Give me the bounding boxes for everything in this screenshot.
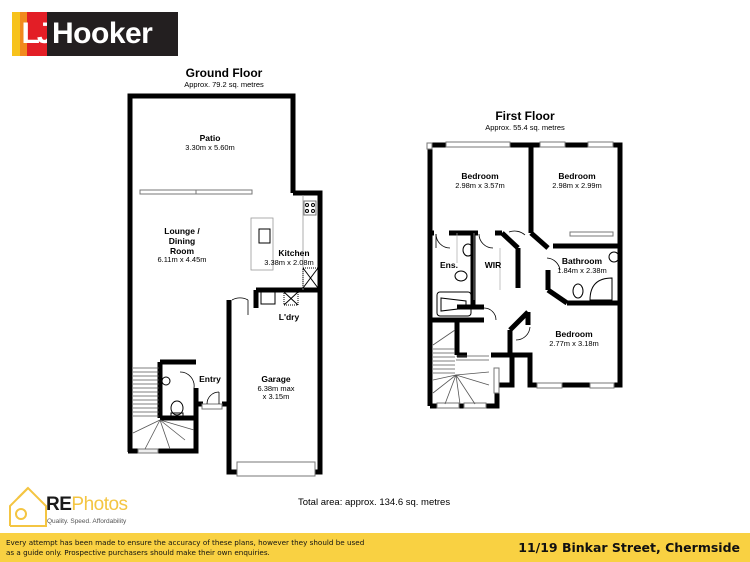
room-name-line: Room — [169, 245, 195, 256]
property-address: 11/19 Binkar Street, Chermside — [518, 540, 740, 555]
rephotos-wordmark-light: Photos — [71, 494, 128, 515]
room-label-lounge-dining: Lounge / Dining Room 6.11m x 4.45m — [150, 226, 214, 265]
room-dims: 1.84m x 2.38m — [557, 265, 607, 275]
footer-bar: Every attempt has been made to ensure th… — [0, 533, 750, 562]
room-label-kitchen: Kitchen 3.38m x 2.08m — [259, 248, 319, 267]
lj-hooker-logo: LJ Hooker — [12, 12, 178, 56]
room-label-patio: Patio 3.30m x 5.60m — [170, 133, 250, 152]
first-floor-walls — [427, 142, 623, 409]
logo-wordmark: Hooker — [47, 12, 178, 56]
first-floor-title: First Floor — [495, 109, 555, 123]
room-dims: 2.98m x 2.99m — [552, 180, 602, 190]
room-label-bedroom-2: Bedroom 2.98m x 2.99m — [545, 171, 609, 190]
logo-stripe-yellow — [12, 12, 20, 56]
room-label-ensuite: Ens. — [436, 260, 462, 271]
ground-floor-title: Ground Floor — [185, 66, 263, 80]
room-name: Bedroom — [555, 329, 593, 339]
ground-floor-heading: Ground Floor Approx. 79.2 sq. metres — [180, 66, 268, 89]
room-name-line: Lounge / — [164, 226, 200, 236]
room-dims: 3.38m x 2.08m — [264, 257, 314, 267]
room-name-line: Dining — [168, 235, 196, 246]
disclaimer-line: as a guide only. Prospective purchasers … — [6, 547, 270, 557]
room-label-bathroom: Bathroom 1.84m x 2.38m — [552, 256, 612, 275]
room-dims: x 3.15m — [262, 392, 290, 402]
room-dims: 2.98m x 3.57m — [455, 180, 505, 190]
room-name: Kitchen — [278, 248, 310, 258]
room-label-bedroom-3: Bedroom 2.77m x 3.18m — [542, 329, 606, 348]
disclaimer-line: Every attempt has been made to ensure th… — [6, 538, 365, 548]
room-dims: 6.38m max — [257, 383, 295, 393]
room-label-laundry: L'dry — [272, 312, 306, 323]
room-label-garage: Garage 6.38m max x 3.15m — [245, 374, 307, 402]
room-label-bedroom-1: Bedroom 2.98m x 3.57m — [448, 171, 512, 190]
rephotos-tagline: Quality. Speed. Affordability — [47, 518, 127, 525]
ground-floor-area: Approx. 79.2 sq. metres — [184, 79, 264, 89]
room-label-wir: WIR — [480, 260, 506, 271]
room-name: Bedroom — [461, 171, 499, 181]
rephotos-logo: REPhotos Quality. Speed. Affordability — [6, 486, 146, 532]
room-name: Entry — [199, 374, 221, 384]
room-name: Bedroom — [558, 171, 596, 181]
room-name: Garage — [261, 374, 291, 384]
disclaimer: Every attempt has been made to ensure th… — [6, 538, 364, 557]
room-name: L'dry — [278, 312, 300, 322]
rephotos-wordmark: REPhotos — [46, 494, 128, 516]
logo-stripe-orange — [20, 12, 27, 56]
total-area: Total area: approx. 134.6 sq. metres — [298, 497, 451, 508]
room-dims: 2.77m x 3.18m — [549, 338, 599, 348]
first-floor-area: Approx. 55.4 sq. metres — [485, 122, 565, 132]
room-label-entry: Entry — [196, 374, 224, 385]
first-floor-heading: First Floor Approx. 55.4 sq. metres — [480, 109, 570, 132]
room-name: Bathroom — [561, 256, 603, 266]
rephotos-wordmark-bold: RE — [46, 494, 72, 515]
room-dims: 3.30m x 5.60m — [185, 142, 235, 152]
room-name: Ens. — [440, 260, 458, 270]
room-name: WIR — [484, 260, 502, 270]
room-name: Patio — [199, 133, 221, 143]
room-dims: 6.11m x 4.45m — [157, 255, 207, 265]
